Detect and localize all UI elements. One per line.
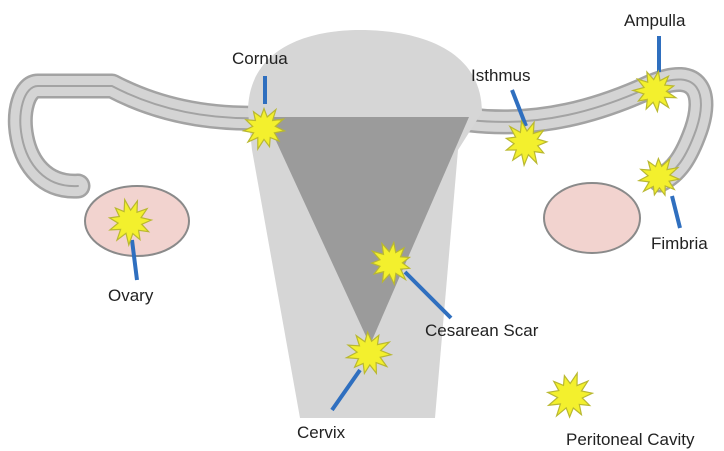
ovary-label: Ovary: [108, 287, 153, 304]
peritoneal-cavity-star-icon: [548, 373, 593, 417]
ampulla-label: Ampulla: [624, 12, 685, 29]
cervix-label: Cervix: [297, 424, 345, 441]
left-fallopian-tube: [20, 86, 262, 186]
peritoneal-cavity-label: Peritoneal Cavity: [566, 431, 695, 448]
cornua-label: Cornua: [232, 50, 288, 67]
cesarean-scar-label: Cesarean Scar: [425, 322, 538, 339]
isthmus-label: Isthmus: [471, 67, 531, 84]
fimbria-pointer-line: [672, 196, 680, 228]
right-ovary: [544, 183, 640, 253]
fimbria-label: Fimbria: [651, 235, 708, 252]
